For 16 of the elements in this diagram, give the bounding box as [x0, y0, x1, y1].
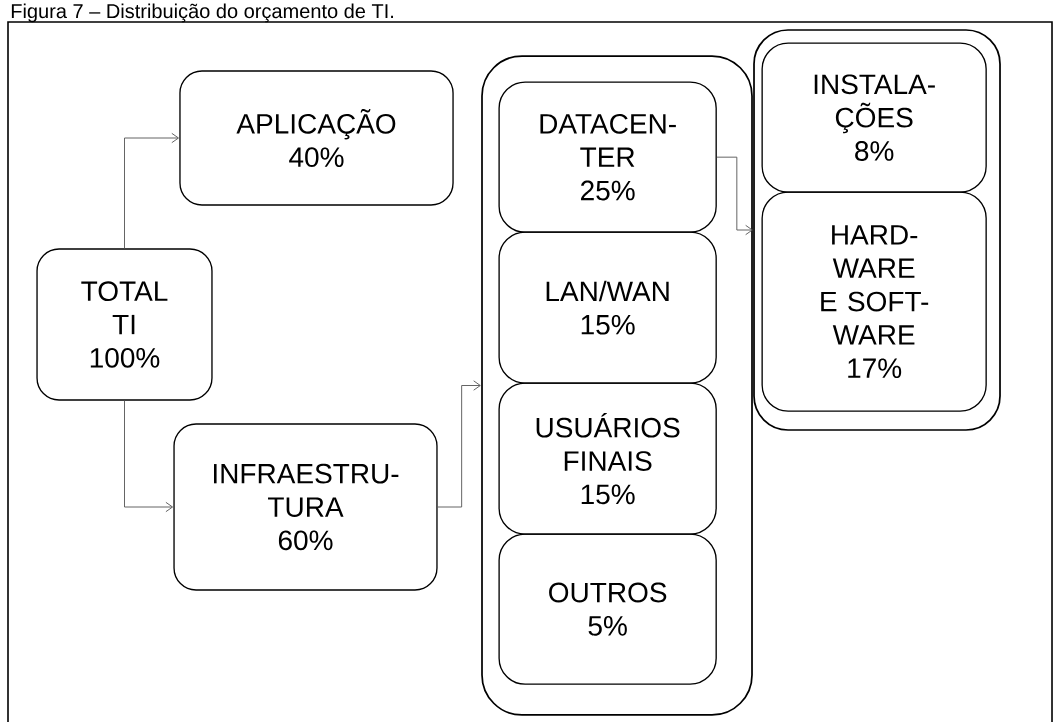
group-box [753, 29, 1001, 431]
figure-title: Figura 7 – Distribuição do orçamento de TI. [11, 3, 393, 23]
category-box: INFRAESTRU- TURA 60% [173, 423, 438, 591]
category-box: HARD- WARE E SOFT- WARE 17% [761, 191, 987, 412]
group-box [481, 55, 753, 716]
arrow [124, 132, 179, 249]
arrow [437, 380, 481, 508]
category-box: LAN/WAN 15% [498, 231, 717, 384]
category-box: TOTAL TI 100% [36, 248, 213, 401]
category-box: OUTROS 5% [498, 533, 717, 685]
category-box: DATACEN- TER 25% [498, 81, 717, 233]
category-box: USUÁRIOS FINAIS 15% [498, 382, 717, 535]
arrow [716, 156, 753, 236]
arrow [124, 400, 174, 513]
category-box: INSTALA- ÇÕES 8% [761, 42, 987, 193]
category-box: APLICAÇÃO 40% [179, 70, 454, 206]
